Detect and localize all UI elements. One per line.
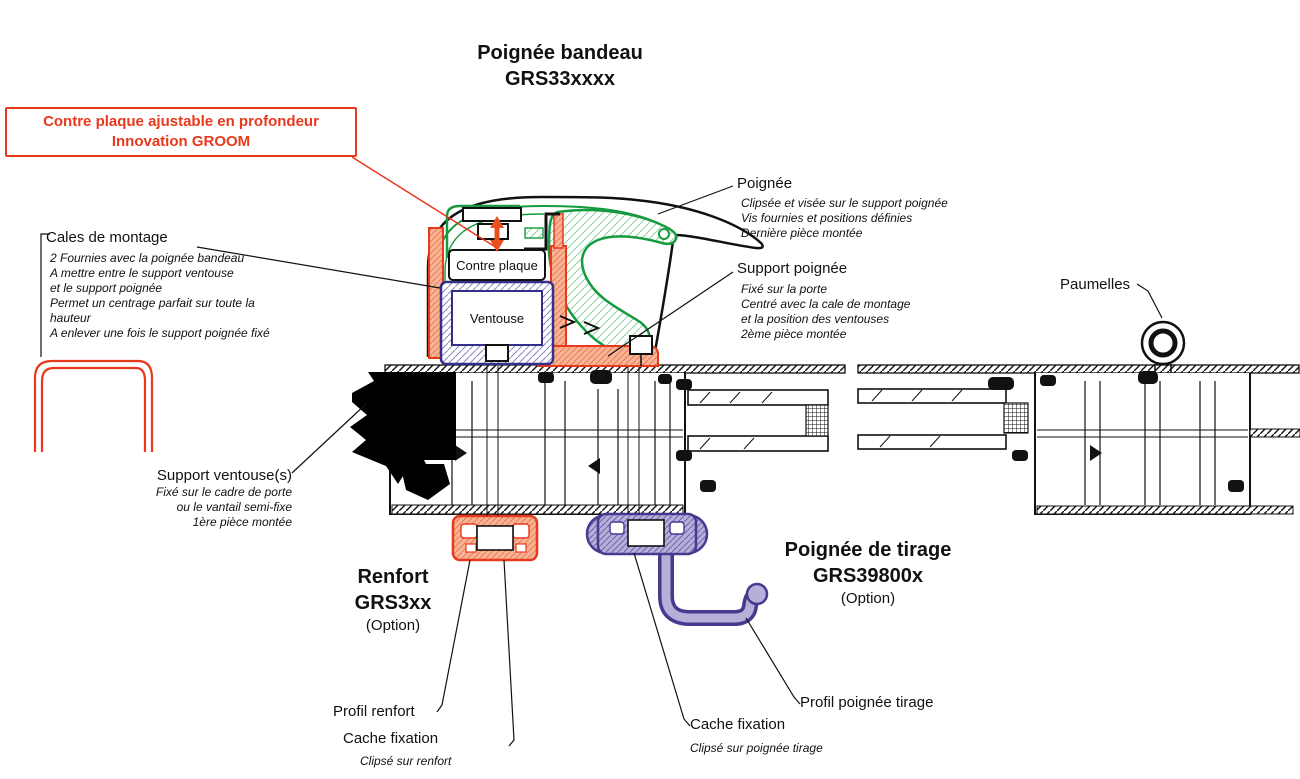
cache-fixation-renfort-desc: Clipsé sur renfort	[360, 754, 452, 768]
leader-callout-box	[351, 156, 498, 249]
profil-tirage-label: Profil poignée tirage	[800, 694, 934, 711]
paumelle-hinge	[1140, 320, 1186, 373]
poignee-title: Poignée	[737, 175, 793, 192]
page-title: Poignée bandeau GRS33xxxx	[420, 40, 700, 92]
adjust-arrow	[490, 216, 504, 252]
renfort-line2: GRS3xx	[354, 592, 432, 614]
tirage-profile	[585, 512, 769, 626]
leader-lines	[40, 185, 1163, 747]
page-title-line2: GRS33xxxx	[504, 68, 616, 90]
tirage-line1: Poignée de tirage	[784, 539, 952, 561]
cale-staple-icon	[33, 359, 154, 452]
renfort-line1: Renfort	[357, 566, 429, 588]
leader-poignee	[657, 185, 734, 215]
leader-support-poignee	[607, 271, 734, 357]
support-poignee-title: Support poignée	[737, 260, 848, 277]
leader-cache-fixation-renfort	[503, 559, 515, 747]
glass-pane-right	[857, 377, 1029, 461]
callout-line1: Contre plaque ajustable en profondeur	[43, 113, 319, 130]
renfort-option: (Option)	[365, 617, 421, 634]
leader-profil-renfort	[436, 559, 471, 713]
contre-plaque-label: Contre plaque	[456, 257, 538, 273]
leader-support-ventouse	[291, 403, 367, 474]
screw-channel-tirage	[627, 366, 640, 514]
page-title-line1: Poignée bandeau	[477, 42, 643, 64]
callout-contre-plaque: Contre plaque ajustable en profondeur In…	[5, 107, 357, 157]
cales-desc: 2 Fournies avec la poignée bandeau A met…	[50, 251, 270, 340]
support-poignee-desc: Fixé sur la porte Centré avec la cale de…	[741, 282, 911, 341]
poignee-desc: Clipsée et visée sur le support poignée …	[741, 196, 948, 240]
leader-paumelles	[1136, 283, 1163, 319]
leader-cache-fixation-tirage	[633, 552, 691, 727]
cache-fixation-tirage-desc: Clipsé sur poignée tirage	[690, 741, 823, 755]
renfort-profile	[451, 514, 539, 562]
support-ventouse-title: Support ventouse(s)	[156, 467, 292, 484]
door-top-rail	[384, 364, 1300, 374]
leader-profil-tirage	[745, 617, 801, 705]
leader-cales-bracket	[40, 233, 50, 357]
tirage-option: (Option)	[840, 590, 896, 607]
callout-line2: Innovation GROOM	[111, 133, 251, 150]
support-ventouse-bracket	[350, 372, 456, 500]
door-frame-right	[1034, 371, 1300, 515]
tirage-block: Poignée de tirage GRS39800x (Option)	[762, 537, 974, 609]
tirage-line2: GRS39800x	[812, 565, 924, 587]
cache-fixation-tirage-title: Cache fixation	[690, 716, 786, 733]
profil-renfort-label: Profil renfort	[333, 703, 415, 720]
glass-pane-left	[676, 379, 829, 461]
cache-fixation-renfort-title: Cache fixation	[343, 730, 439, 747]
cales-title: Cales de montage	[46, 229, 168, 246]
renfort-block: Renfort GRS3xx (Option)	[328, 564, 458, 636]
screw-channel-renfort	[486, 366, 499, 516]
paumelles-label: Paumelles	[1060, 276, 1131, 293]
contre-plaque-clamp	[462, 207, 601, 335]
ventouse-assembly	[439, 280, 555, 366]
ventouse-label: Ventouse	[469, 310, 525, 326]
support-ventouse-desc: Fixé sur le cadre de porte ou le vantail…	[155, 485, 292, 529]
leader-cales	[196, 246, 441, 289]
handle-green-profile	[436, 204, 678, 356]
support-ventouse-block: Support ventouse(s) Fixé sur le cadre de…	[70, 467, 292, 530]
